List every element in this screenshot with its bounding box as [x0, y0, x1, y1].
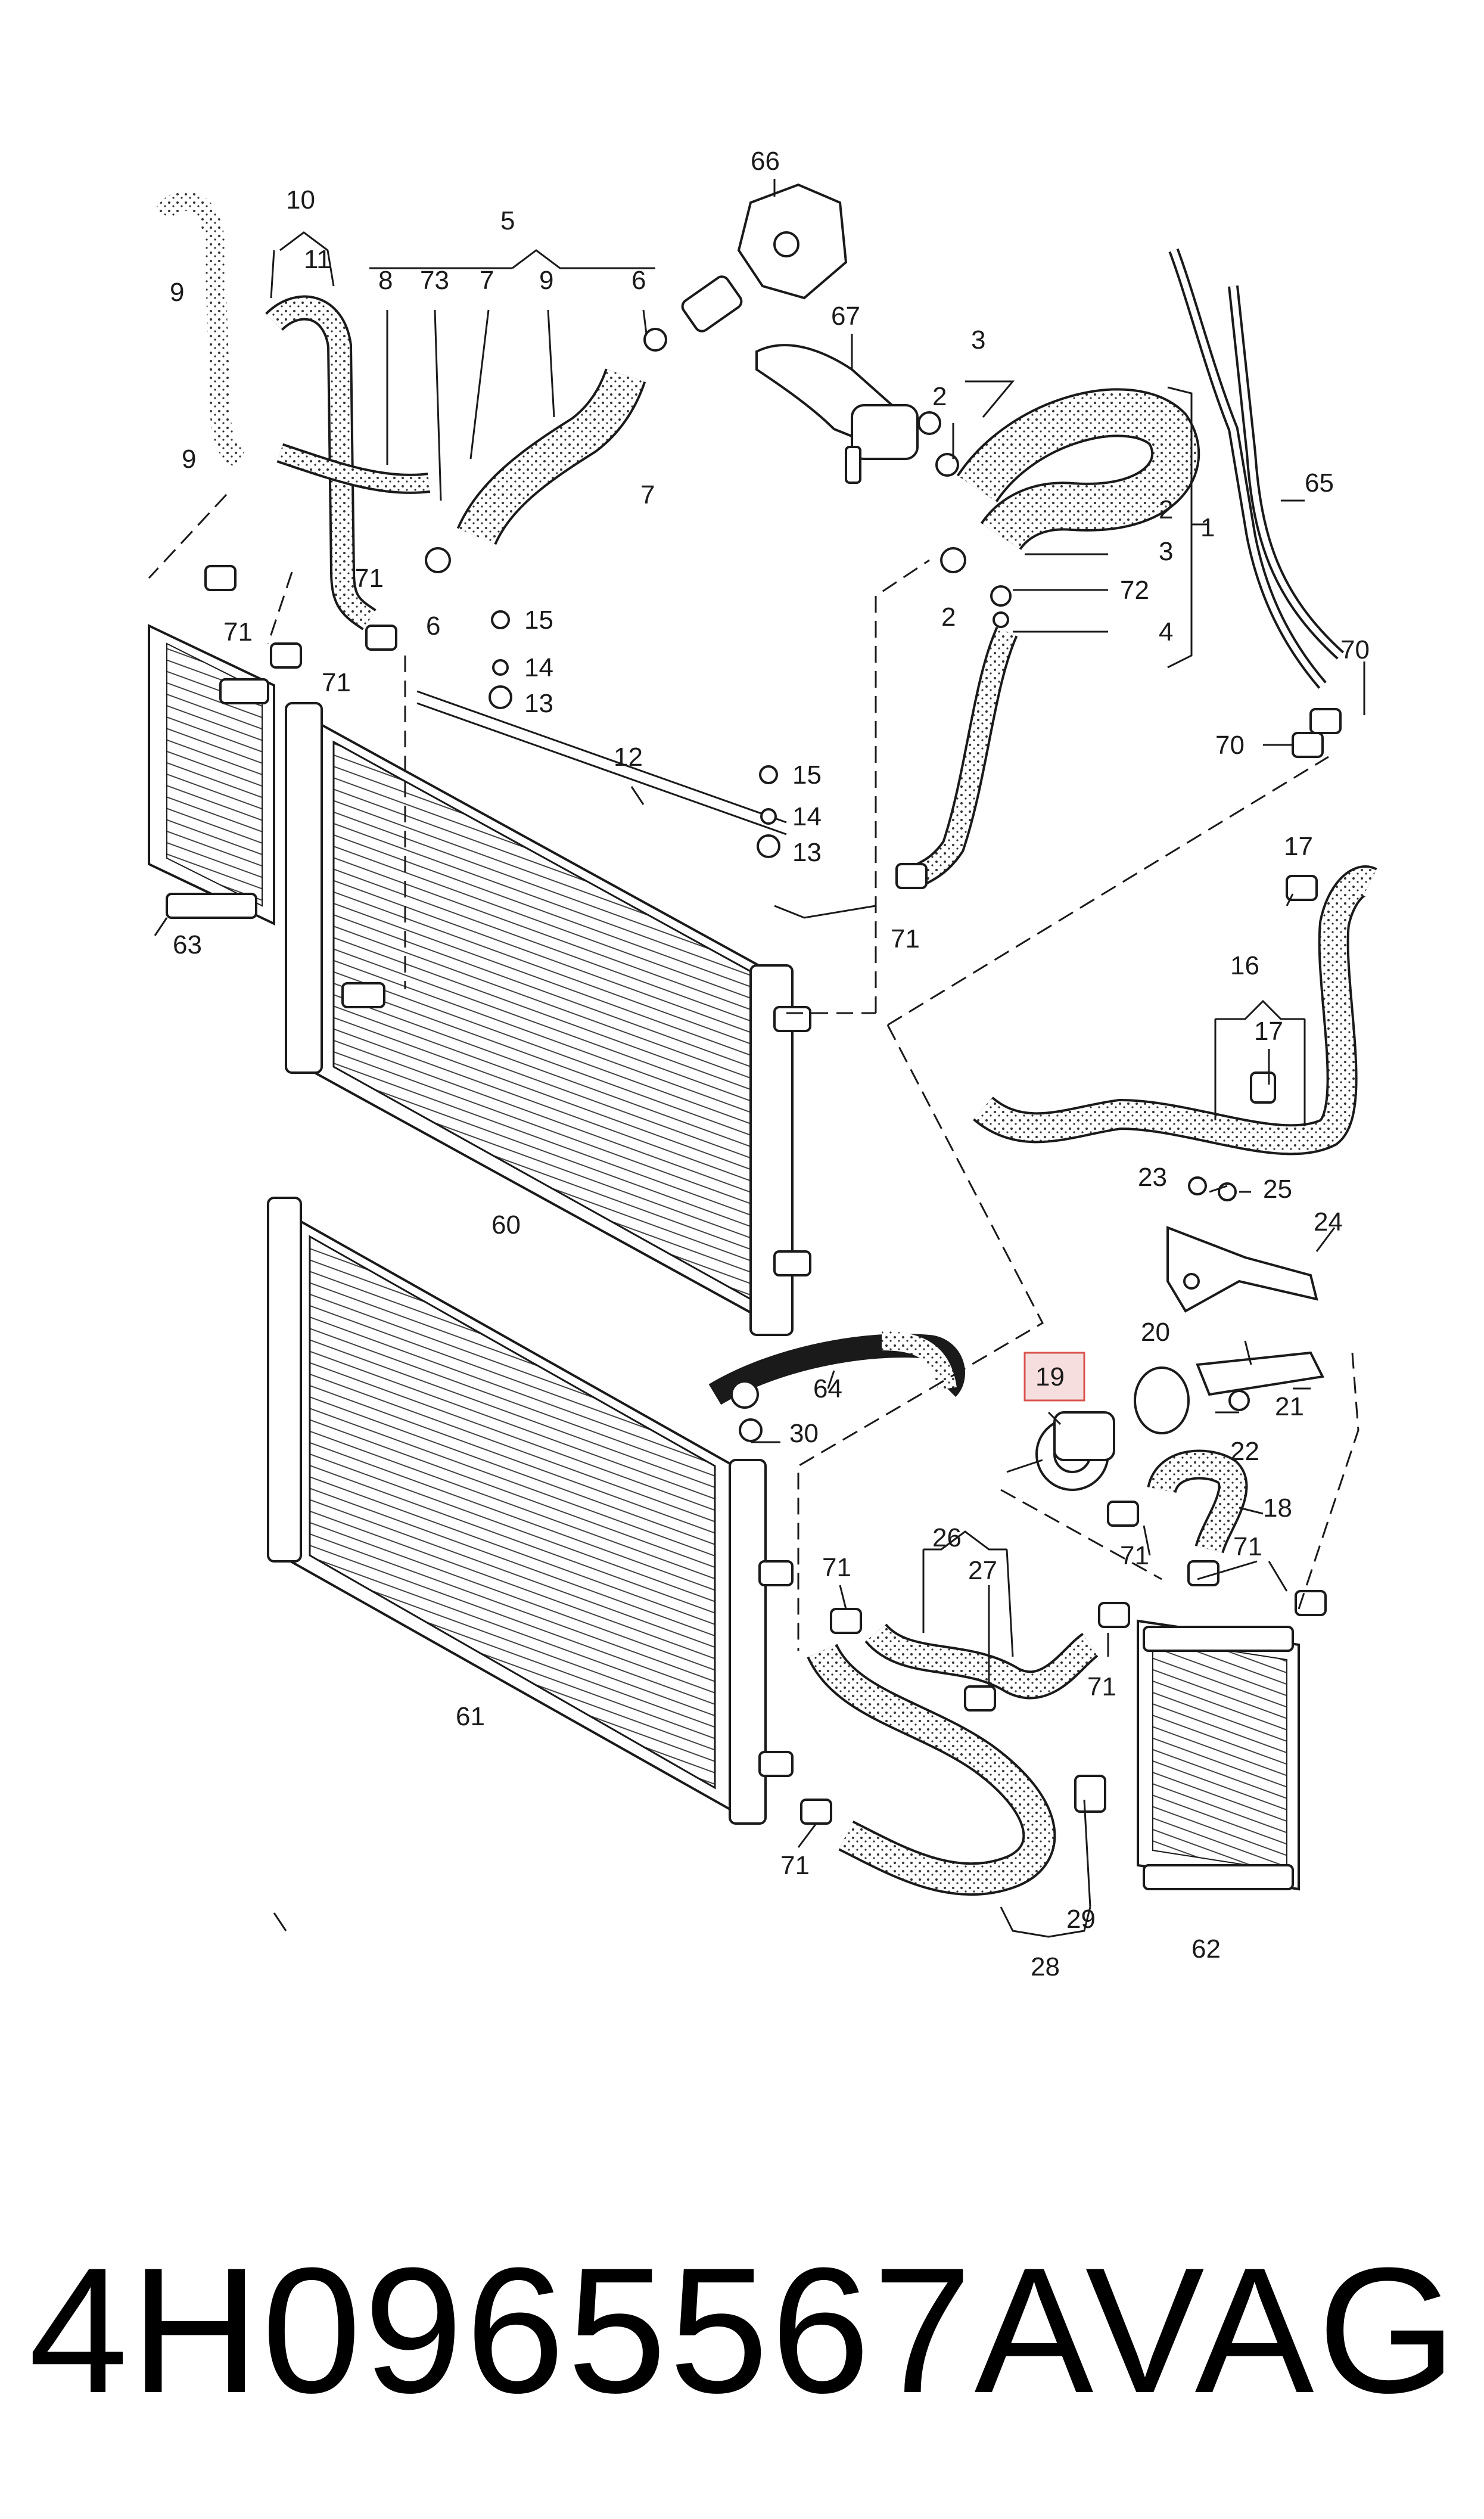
callout-2a: 2: [932, 382, 947, 411]
leader-lines: [154, 179, 1365, 1938]
callout-26: 26: [932, 1523, 962, 1552]
callout-9a: 9: [539, 266, 553, 295]
callout-71d: 71: [891, 924, 920, 953]
bracket-24: [1166, 1226, 1318, 1313]
callout-22: 22: [1230, 1437, 1259, 1466]
dashed-lines: [148, 493, 1359, 1651]
callout-61: 61: [456, 1702, 485, 1731]
callout-6b: 6: [426, 611, 440, 641]
callout-71a: 71: [354, 564, 384, 593]
callout-14a: 14: [524, 653, 553, 682]
callout-15a: 15: [524, 605, 553, 635]
callout-6a: 6: [631, 266, 646, 295]
callout-3a: 3: [971, 325, 985, 355]
callout-20: 20: [1141, 1318, 1170, 1347]
callout-25: 25: [1263, 1175, 1292, 1204]
callout-5: 5: [500, 206, 515, 235]
callout-9c: 9: [182, 445, 196, 474]
aux-cooler-62: [1137, 1619, 1300, 1891]
callout-1: 1: [1200, 513, 1215, 542]
callout-3b: 3: [1159, 537, 1173, 566]
clamps: [204, 328, 1342, 1825]
callout-2b: 2: [1159, 495, 1173, 524]
callout-13a: 13: [524, 689, 553, 718]
callout-18: 18: [1263, 1493, 1292, 1523]
callout-8: 8: [378, 266, 393, 295]
callout-28: 28: [1031, 1952, 1060, 1981]
callout-30: 30: [789, 1419, 819, 1448]
callout-71b: 71: [223, 617, 253, 647]
callout-17b: 17: [1254, 1017, 1283, 1046]
callout-64: 64: [813, 1374, 842, 1403]
callout-71f: 71: [1087, 1672, 1116, 1701]
hoses: [155, 190, 1377, 1896]
callout-72: 72: [1120, 576, 1149, 605]
callout-23: 23: [1138, 1163, 1167, 1192]
callout-66: 66: [751, 147, 780, 176]
callout-60: 60: [491, 1210, 521, 1240]
part-number: 4H0965567A: [29, 2230, 1096, 2430]
brand-label: VAG: [1085, 2230, 1460, 2430]
highlight-box: [1023, 1352, 1085, 1402]
callout-7b: 7: [640, 480, 655, 510]
pipes: [416, 248, 1345, 919]
callout-70b: 70: [1215, 731, 1245, 760]
component-66-housing: [681, 183, 848, 333]
callout-71g: 71: [1120, 1541, 1149, 1570]
bracket-21: [1196, 1351, 1325, 1411]
callout-73: 73: [420, 266, 449, 295]
callout-24: 24: [1314, 1207, 1343, 1237]
callout-15b: 15: [792, 760, 822, 790]
radiator-60: [285, 702, 811, 1336]
callout-62: 62: [1191, 1934, 1221, 1964]
callout-7a: 7: [480, 266, 494, 295]
callout-71i: 71: [780, 1851, 810, 1880]
callout-29: 29: [1066, 1905, 1096, 1934]
seal-20: [1134, 1366, 1190, 1434]
component-67-flange: [755, 344, 919, 484]
callout-27: 27: [968, 1556, 997, 1585]
callout-11: 11: [304, 245, 331, 274]
aux-cooler-63: [148, 623, 275, 926]
callout-4: 4: [1159, 617, 1173, 647]
callout-17a: 17: [1284, 832, 1313, 861]
callout-71e: 71: [822, 1553, 851, 1582]
callout-67: 67: [831, 302, 860, 331]
callout-21: 21: [1275, 1392, 1304, 1421]
callout-10: 10: [286, 185, 315, 215]
callout-16: 16: [1230, 951, 1259, 980]
callout-70a: 70: [1340, 635, 1370, 664]
callout-71h: 71: [1233, 1532, 1262, 1561]
callout-9b: 9: [170, 278, 184, 307]
pump-19: [1006, 1411, 1115, 1491]
callout-19: 19: [1035, 1362, 1065, 1391]
callout-71c: 71: [322, 668, 351, 697]
callout-65: 65: [1305, 468, 1334, 498]
radiator-61: [267, 1197, 794, 1825]
callout-13b: 13: [792, 838, 822, 867]
callout-63: 63: [173, 930, 202, 959]
parts-diagram: 19 1 2 2 2 3 3 4 5 6 6 7 7 8 9 9 9 10 11…: [148, 147, 1377, 1981]
callout-14b: 14: [792, 802, 822, 831]
callout-2c: 2: [941, 602, 956, 632]
callout-12: 12: [614, 743, 643, 772]
callouts: 19 1 2 2 2 3 3 4 5 6 6 7 7 8 9 9 9 10 11…: [170, 147, 1370, 1981]
